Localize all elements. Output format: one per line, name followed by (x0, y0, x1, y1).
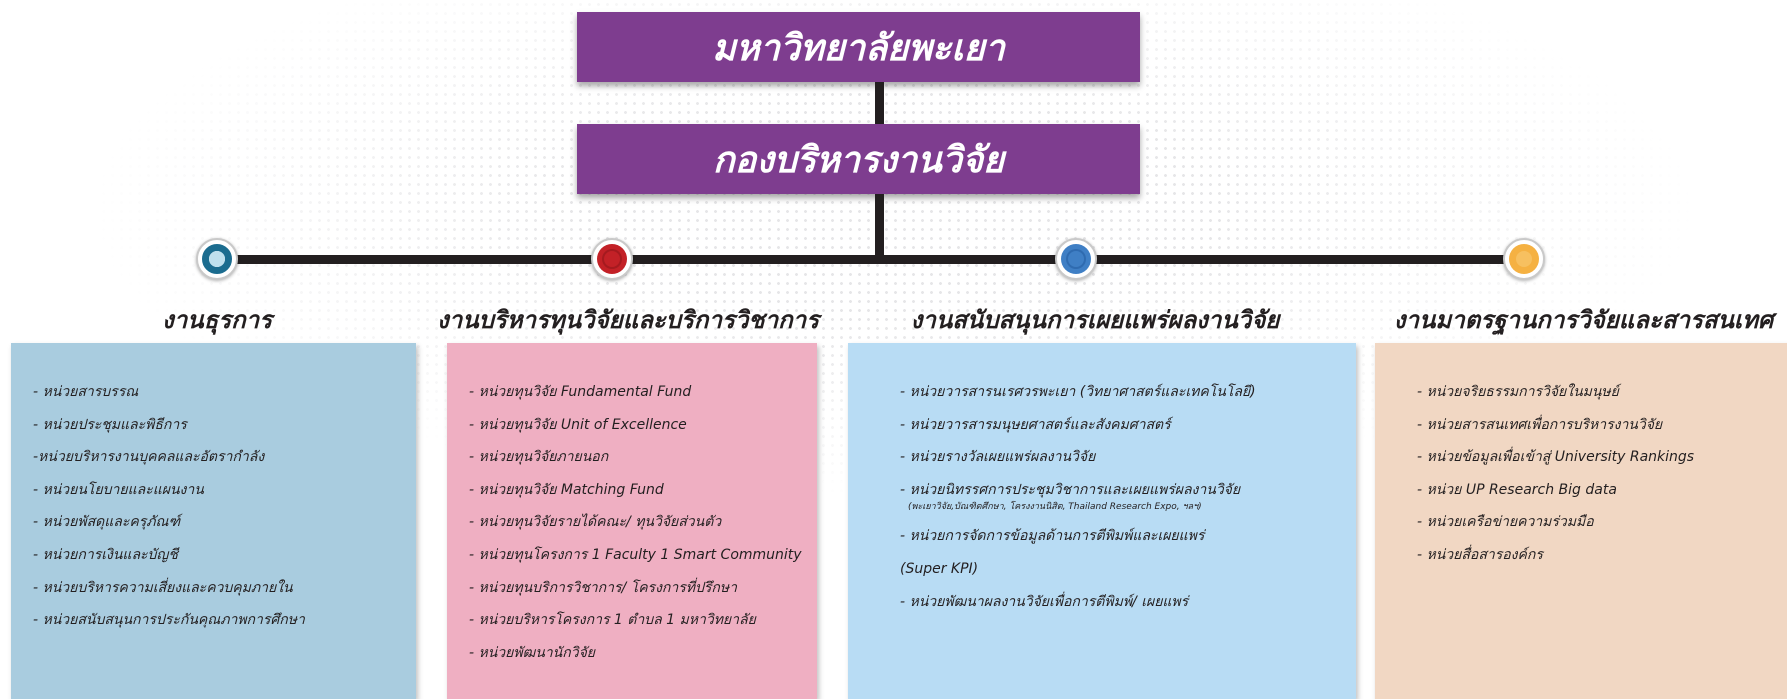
branch-box-research-funding: - หน่วยทุนวิจัย Fundamental Fund - หน่วย… (447, 343, 817, 699)
university-title-text: มหาวิทยาลัยพะเยา (712, 27, 1005, 69)
list-item: - หน่วยรางวัลเผยแพร่ผลงานวิจัย (900, 449, 1096, 466)
list-item: -หน่วยบริหารงานบุคคลและอัตรากำลัง (33, 449, 265, 466)
list-item: - หน่วยจริยธรรมการวิจัยในมนุษย์ (1417, 384, 1619, 400)
list-item: - หน่วยทุนบริการวิชาการ/ โครงการที่ปรึกษ… (469, 579, 737, 596)
branch-title-research-publication: งานสนับสนุนการเผยแพร่ผลงานวิจัย (910, 306, 1280, 334)
branch-connector-line (218, 255, 1530, 264)
list-item: - หน่วยทุนโครงการ 1 Faculty 1 Smart Comm… (469, 546, 802, 563)
list-item-text: - หน่วยนิทรรศการประชุมวิชาการและเผยแพร่ผ… (900, 481, 1241, 498)
list-item: - หน่วยพัฒนานักวิจัย (469, 644, 595, 661)
list-item: (Super KPI) (900, 560, 979, 577)
branch-title-research-standards: งานมาตรฐานการวิจัยและสารสนเทศ (1393, 306, 1774, 334)
division-title-text: กองบริหารงานวิจัย (712, 139, 1005, 181)
division-title: กองบริหารงานวิจัย (577, 124, 1140, 194)
list-item: - หน่วยนโยบายและแผนงาน (33, 481, 204, 498)
list-item: - หน่วยสารสนเทศเพื่อการบริหารงานวิจัย (1417, 416, 1663, 433)
list-item: - หน่วยทุนวิจัย Matching Fund (469, 481, 664, 498)
list-item: - หน่วยสื่อสารองค์กร (1417, 546, 1543, 563)
sub-note: (พะเยาวิจัย,บัณฑิตศึกษา, โครงงานนิสิต, T… (908, 502, 1202, 513)
connector-title-division (875, 82, 884, 124)
list-item: - หน่วยทุนวิจัยภายนอก (469, 449, 609, 466)
list-item: - หน่วยทุนวิจัยรายได้คณะ/ ทุนวิจัยส่วนตั… (469, 514, 722, 531)
list-item: - หน่วยข้อมูลเพื่อเข้าสู่ University Ran… (1417, 449, 1695, 466)
list-item: - หน่วยทุนวิจัย Fundamental Fund (469, 384, 692, 400)
unit-list-research-standards: - หน่วยจริยธรรมการวิจัยในมนุษย์ - หน่วยส… (1417, 376, 1787, 572)
branch-node-1 (196, 238, 238, 280)
list-item: - หน่วยการจัดการข้อมูลด้านการตีพิมพ์และเ… (900, 528, 1205, 545)
list-item: - หน่วยบริหารโครงการ 1 ตำบล 1 มหาวิทยาลั… (469, 612, 756, 629)
list-item: - หน่วยพัสดุและครุภัณฑ์ (33, 514, 181, 531)
branch-title-admin: งานธุรการ (161, 306, 273, 334)
list-item: - หน่วยนิทรรศการประชุมวิชาการและเผยแพร่ผ… (900, 474, 1356, 515)
list-item: - หน่วย UP Research Big data (1417, 481, 1617, 498)
list-item: - หน่วยวารสารมนุษยศาสตร์และสังคมศาสตร์ (900, 416, 1171, 433)
list-item: - หน่วยทุนวิจัย Unit of Excellence (469, 416, 687, 433)
unit-list-admin: - หน่วยสารบรรณ - หน่วยประชุมและพิธีการ -… (33, 376, 416, 637)
branch-node-4 (1503, 238, 1545, 280)
connector-division-branches (875, 194, 884, 260)
branch-node-3 (1055, 238, 1097, 280)
list-item: - หน่วยเครือข่ายความร่วมมือ (1417, 514, 1594, 531)
branch-box-research-standards: - หน่วยจริยธรรมการวิจัยในมนุษย์ - หน่วยส… (1375, 343, 1787, 699)
branch-box-admin: - หน่วยสารบรรณ - หน่วยประชุมและพิธีการ -… (11, 343, 416, 699)
list-item: - หน่วยพัฒนาผลงานวิจัยเพื่อการตีพิมพ์/ เ… (900, 593, 1189, 610)
list-item: - หน่วยสนับสนุนการประกันคุณภาพการศึกษา (33, 612, 305, 629)
branch-title-research-funding: งานบริหารทุนวิจัยและบริการวิชาการ (437, 306, 819, 334)
list-item: - หน่วยสารบรรณ (33, 384, 139, 400)
list-item: - หน่วยการเงินและบัญชี (33, 546, 178, 563)
list-item: - หน่วยวารสารนเรศวรพะเยา (วิทยาศาสตร์และ… (900, 384, 1256, 400)
unit-list-research-publication: - หน่วยวารสารนเรศวรพะเยา (วิทยาศาสตร์และ… (900, 376, 1356, 618)
university-title: มหาวิทยาลัยพะเยา (577, 12, 1140, 82)
unit-list-research-funding: - หน่วยทุนวิจัย Fundamental Fund - หน่วย… (469, 376, 817, 669)
list-item: - หน่วยบริหารความเสี่ยงและควบคุมภายใน (33, 579, 293, 596)
branch-box-research-publication: - หน่วยวารสารนเรศวรพะเยา (วิทยาศาสตร์และ… (848, 343, 1356, 699)
list-item: - หน่วยประชุมและพิธีการ (33, 416, 187, 433)
branch-node-2 (591, 238, 633, 280)
